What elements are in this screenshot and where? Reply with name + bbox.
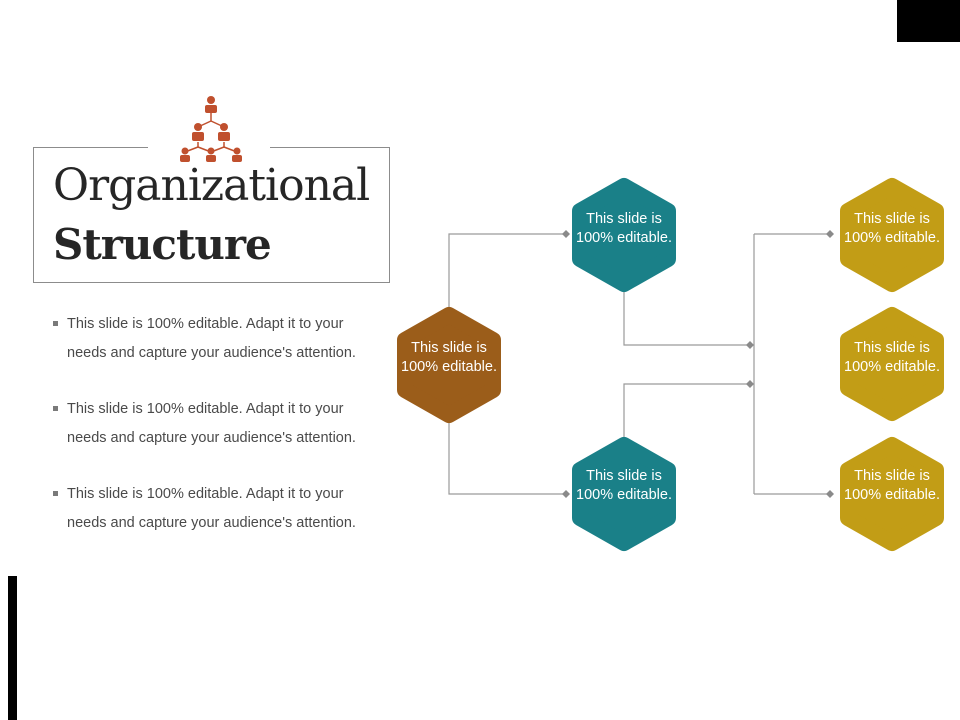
bullet-list: This slide is 100% editable. Adapt it to… (53, 310, 383, 565)
node-right-bottom-label: This slide is 100% editable. (844, 468, 940, 503)
org-chart-icon (180, 96, 242, 162)
side-decoration-bar (8, 576, 17, 720)
bullet-marker (53, 321, 58, 326)
node-root-label: This slide is 100% editable. (401, 340, 497, 375)
node-mid-bottom-label: This slide is 100% editable. (576, 468, 672, 503)
title-line-1: Organizational (53, 160, 370, 211)
connector-lines (448, 233, 830, 495)
bullet-text: This slide is 100% editable. Adapt it to… (67, 401, 356, 446)
bullet-text: This slide is 100% editable. Adapt it to… (67, 316, 356, 361)
node-right-middle-shape (840, 307, 944, 421)
bullet-text: This slide is 100% editable. Adapt it to… (67, 486, 356, 531)
corner-decoration (897, 0, 960, 42)
node-right-middle-label: This slide is 100% editable. (844, 340, 940, 375)
bullet-item: This slide is 100% editable. Adapt it to… (53, 310, 383, 367)
bullet-item: This slide is 100% editable. Adapt it to… (53, 395, 383, 452)
node-mid-top-label: This slide is 100% editable. (576, 211, 672, 246)
node-mid-bottom-shape (572, 437, 676, 551)
title-line-2: Structure (53, 220, 272, 269)
bullet-marker (53, 406, 58, 411)
bullet-marker (53, 491, 58, 496)
connector-arrowheads (562, 230, 834, 498)
node-right-bottom-shape (840, 437, 944, 551)
node-mid-top-shape (572, 178, 676, 292)
node-root-shape (397, 307, 501, 423)
node-right-top-shape (840, 178, 944, 292)
bullet-item: This slide is 100% editable. Adapt it to… (53, 480, 383, 537)
node-right-top-label: This slide is 100% editable. (844, 211, 940, 246)
